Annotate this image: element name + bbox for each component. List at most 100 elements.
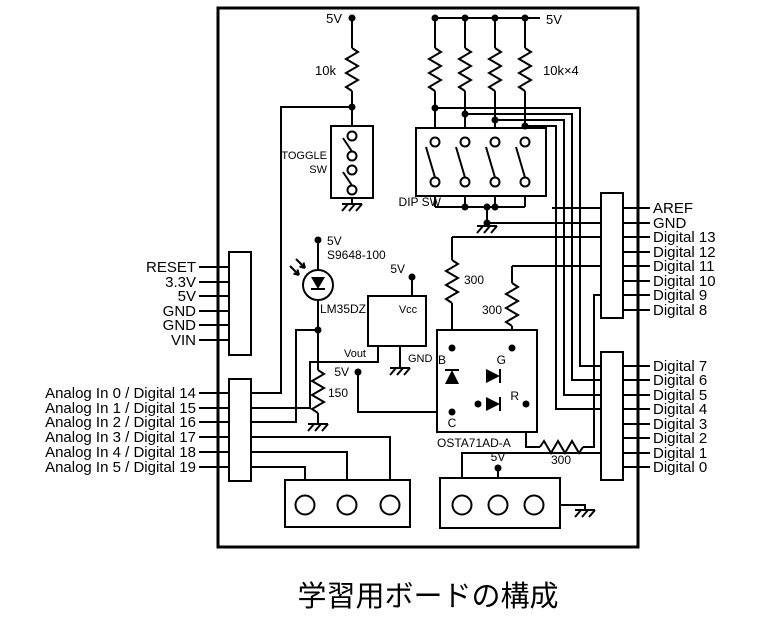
pin-label-right-bottom-3: Digital 4	[653, 401, 707, 418]
pin-labels: RESET 3.3V 5V GND GND VIN Analog In 0 / …	[45, 200, 715, 476]
dip-terminal	[519, 176, 531, 188]
pin-label-right-top-4: Digital 11	[653, 258, 714, 275]
toggle-label-1: TOGGLE	[281, 150, 327, 162]
led-red-resistor	[539, 439, 584, 455]
pin-label-left-analog-3: Analog In 3 / Digital 17	[45, 429, 196, 446]
photo-to-analog2	[252, 329, 318, 423]
pin-label-right-top-6: Digital 9	[653, 287, 707, 304]
toggle-label-2: SW	[309, 164, 327, 176]
supply-label: 5V	[327, 234, 342, 248]
dip-pullup-resistor-2	[457, 47, 473, 92]
resistor-value-label: 300	[482, 303, 502, 317]
pin-label-right-top-1: GND	[653, 215, 687, 232]
pin-label-right-bottom-1: Digital 6	[653, 372, 707, 389]
photo-diode-triangle	[311, 277, 325, 289]
dip-terminal	[459, 176, 471, 188]
led-blue-diode	[445, 370, 459, 384]
photo-sensor-body	[302, 269, 334, 301]
dip-switch	[415, 127, 547, 197]
led-green-diode	[486, 369, 500, 383]
dip-pullup-resistor-4	[517, 47, 533, 92]
pin-headers	[228, 192, 624, 482]
resistors	[310, 47, 584, 455]
connector-hole	[523, 494, 545, 516]
dip-label: DIP SW	[399, 195, 442, 209]
dip-pullup-resistor-3	[487, 47, 503, 92]
ground-icon	[307, 423, 329, 432]
power-pin-header	[228, 251, 252, 356]
pin-label-left-analog-2: Analog In 2 / Digital 16	[45, 414, 196, 431]
connector-hole	[379, 494, 401, 516]
vout-pin-label: Vout	[344, 348, 366, 360]
pin-label-right-top-3: Digital 12	[653, 244, 716, 261]
gnd-pin-label: GND	[408, 353, 433, 365]
pin-label-left-power-4: GND	[163, 317, 197, 334]
dip-terminal	[489, 136, 501, 148]
temp-sensor-box	[367, 295, 427, 347]
pin-label-left-analog-1: Analog In 1 / Digital 15	[45, 400, 196, 417]
connector-hole	[336, 494, 358, 516]
dip-terminal	[519, 136, 531, 148]
led-pin-r-label: R	[510, 389, 519, 403]
supply-label: 5V	[334, 365, 349, 379]
right-top-leads	[623, 207, 650, 311]
photo-load-resistor	[310, 369, 326, 414]
temp-sensor	[367, 295, 427, 347]
dip-pullup-value-label: 10k×4	[543, 63, 579, 78]
pin-label-right-bottom-6: Digital 1	[653, 445, 707, 462]
supply-label: 5V	[326, 11, 342, 26]
led-blue-resistor	[444, 259, 460, 304]
pin-label-left-analog-0: Analog In 0 / Digital 14	[45, 385, 196, 402]
pin-label-right-top-0: AREF	[653, 200, 693, 217]
digital-pin-header-top	[600, 192, 624, 319]
dip-switch-blades	[425, 146, 526, 178]
pin-label-right-bottom-2: Digital 5	[653, 387, 707, 404]
dip-terminal	[429, 176, 441, 188]
pin-label-left-power-1: 3.3V	[165, 274, 196, 291]
pin-label-right-top-2: Digital 13	[653, 229, 716, 246]
pin-label-right-bottom-4: Digital 3	[653, 416, 707, 433]
supply-label: 5V	[491, 450, 506, 464]
pin-label-left-power-0: RESET	[146, 259, 196, 276]
ground-icon	[476, 225, 498, 234]
left-power-leads	[199, 266, 229, 341]
connector-hole	[451, 494, 473, 516]
left-analog-leads	[199, 392, 229, 468]
ground-icon	[389, 367, 411, 376]
board-outline	[216, 6, 640, 549]
supply-label: 5V	[546, 12, 562, 27]
supply-label: 5V	[390, 262, 405, 276]
toggle-terminal	[346, 184, 358, 196]
pin-label-left-analog-5: Analog In 5 / Digital 19	[45, 459, 196, 476]
connector-hole	[294, 494, 316, 516]
led-red-diode	[486, 397, 500, 411]
toggle-terminal	[346, 150, 358, 162]
pin-label-right-bottom-7: Digital 0	[653, 459, 707, 476]
dip-terminal	[489, 176, 501, 188]
toggle-to-analog0	[252, 106, 352, 394]
toggle-switch	[330, 125, 374, 199]
dip-terminal	[459, 136, 471, 148]
temp-part-label: LM35DZ	[320, 302, 366, 316]
resistor-value-label: 150	[328, 386, 348, 400]
pullup-resistor	[344, 47, 360, 92]
junction-dots	[314, 14, 530, 472]
resistor-value-label: 300	[551, 453, 571, 467]
ground-icon	[574, 509, 596, 518]
dip-terminal	[429, 136, 441, 148]
dip-pullup-resistor-1	[427, 47, 443, 92]
pin-label-left-power-3: GND	[163, 303, 197, 320]
connector-hole	[487, 494, 509, 516]
pullup-value-label: 10k	[315, 63, 336, 78]
analog-pin-header	[228, 378, 252, 482]
photo-part-label: S9648-100	[327, 248, 386, 262]
bottom-connectors	[284, 477, 561, 529]
led-green-resistor	[504, 282, 520, 327]
digital-pin-header-bottom	[600, 351, 624, 481]
right-bottom-leads	[623, 365, 650, 468]
pin-label-right-top-7: Digital 8	[653, 302, 707, 319]
pin-leader-lines	[199, 207, 650, 468]
pin-label-left-analog-4: Analog In 4 / Digital 18	[45, 444, 196, 461]
